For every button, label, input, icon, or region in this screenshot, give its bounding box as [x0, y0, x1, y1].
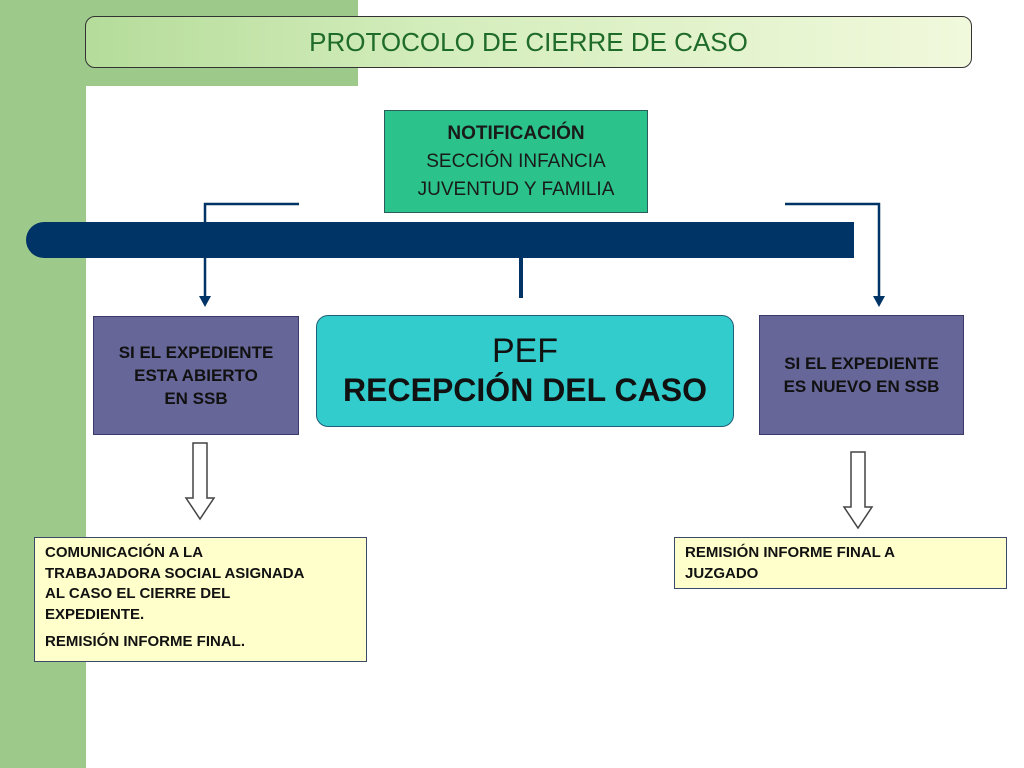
result-left-line4: EXPEDIENTE.	[45, 605, 145, 623]
result-left-line3: AL CASO EL CIERRE DEL	[45, 585, 231, 602]
right-branch-arrowhead	[873, 296, 885, 307]
left-branch-arrow	[203, 202, 299, 297]
pef-reception-box: PEF RECEPCIÓN DEL CASO	[316, 315, 734, 427]
open-file-line2: ESTA ABIERTO	[134, 366, 258, 385]
slide-title: PROTOCOLO DE CIERRE DE CASO	[85, 16, 972, 68]
new-file-line1: SI EL EXPEDIENTE	[784, 354, 939, 373]
slide-title-text: PROTOCOLO DE CIERRE DE CASO	[309, 26, 748, 57]
notification-line2: SECCIÓN INFANCIA	[426, 150, 606, 172]
notification-box: NOTIFICACIÓN SECCIÓN INFANCIA JUVENTUD Y…	[384, 110, 648, 213]
new-file-branch-box: SI EL EXPEDIENTE ES NUEVO EN SSB	[759, 315, 964, 435]
flow-bar-right-end	[820, 222, 854, 258]
open-file-line3: EN SSB	[164, 389, 228, 408]
open-file-line1: SI EL EXPEDIENTE	[118, 343, 274, 362]
social-worker-result-box: COMUNICACIÓN A LA TRABAJADORA SOCIAL ASI…	[34, 537, 367, 662]
flow-bar	[26, 222, 854, 258]
left-down-arrow-icon	[184, 442, 216, 521]
left-branch-arrowhead	[199, 296, 211, 307]
pef-label: PEF	[491, 332, 559, 370]
result-left-line2: TRABAJADORA SOCIAL ASIGNADA	[45, 564, 305, 582]
result-right-line1: REMISIÓN INFORME FINAL A	[685, 544, 895, 561]
notification-title: NOTIFICACIÓN	[447, 122, 585, 144]
open-file-branch-box: SI EL EXPEDIENTE ESTA ABIERTO EN SSB	[93, 316, 299, 435]
new-file-line2: ES NUEVO EN SSB	[783, 377, 940, 396]
right-branch-arrow	[785, 202, 881, 297]
result-right-line2: JUZGADO	[685, 564, 759, 582]
right-down-arrow-icon	[842, 451, 874, 530]
reception-label: RECEPCIÓN DEL CASO	[343, 372, 707, 408]
result-left-line1: COMUNICACIÓN A LA	[45, 544, 204, 561]
court-report-result-box: REMISIÓN INFORME FINAL A JUZGADO	[674, 537, 1007, 589]
result-left-line5: REMISIÓN INFORME FINAL.	[45, 633, 245, 650]
notification-line3: JUVENTUD Y FAMILIA	[417, 178, 615, 200]
